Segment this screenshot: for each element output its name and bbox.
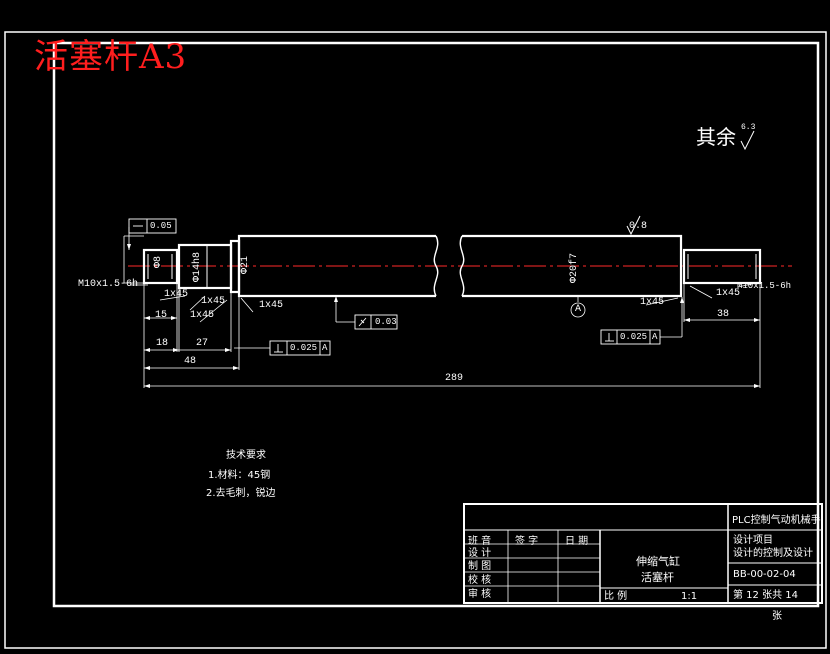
tb-row-label: 制 图 [468,561,492,572]
chamfer-label: 1x45 [640,297,665,308]
tb-drawing-no: BB-00-02-04 [733,569,796,580]
diam-main: Φ20f7 [569,252,580,283]
tb-scale-value: 1:1 [681,591,698,602]
tb-part-group: 伸缩气缸 [636,555,680,568]
inner-border [52,41,820,608]
dim-15: 15 [155,310,168,321]
tb-row-label: 班 音 [468,536,492,547]
datum-a-label: A [575,304,582,315]
tb-col-sign: 签 字 [515,536,539,547]
tb-row-label: 设 计 [468,548,492,559]
tol-flatness-value: 0.05 [150,221,172,231]
tb-design-desc: 设计的控制及设计 [733,548,813,559]
tol-perp-left-datum: A [322,343,328,353]
tol-runout-value: 0.03 [375,317,397,327]
chamfer-label: 1x45 [164,289,189,300]
thread-left-label: M10x1.5-6h [78,279,139,290]
tb-row-label: 审 核 [468,589,492,600]
dim-48: 48 [184,356,197,367]
chamfer-label: 1x45 [716,288,741,299]
tb-row-label: 校 核 [468,575,492,586]
surface-rest-label: 其余 [696,125,736,149]
outer-border [4,31,827,649]
tolerance-symbols [133,225,614,353]
tb-part-name: 活塞杆 [641,571,674,584]
rod-outline [142,234,762,298]
diam-left-shoulder: Φ21 [240,255,251,274]
tol-perp-right-datum: A [652,332,658,342]
tolerance-frames [128,218,661,356]
diam-left-small: Φ8 [153,255,164,268]
tol-perp-left-value: 0.025 [290,343,318,353]
dim-38: 38 [717,309,730,320]
chamfer-label: 1x45 [259,300,284,311]
tb-sheet-unit: 张 [772,611,782,622]
roughness-symbols [626,130,755,236]
tb-col-date: 日 期 [565,536,589,547]
tb-scale-label: 比 例 [604,591,628,602]
tech-req-item: 1.材料：45钢 [208,470,271,481]
thread-right-label: M10x1.5-6h [737,281,792,291]
arrowheads [127,244,760,388]
title-block-grid [463,503,823,604]
roughness-main: 0.8 [629,221,648,232]
chamfer-label: 1x45 [190,310,215,321]
tech-req-heading: 技术要求 [226,450,266,461]
tech-req-item: 2.去毛刺，锐边 [206,488,276,499]
tb-project: PLC控制气动机械手 [732,515,821,526]
chamfer-label: 1x45 [201,296,226,307]
tol-perp-right-value: 0.025 [620,332,648,342]
dim-total: 289 [445,373,464,384]
dim-18: 18 [156,338,169,349]
sheet-title: 活塞杆A3 [34,37,188,77]
dim-27: 27 [196,338,209,349]
dimension-lines [123,227,761,388]
tb-sheet-info: 第 12 张共 14 [733,590,798,601]
diam-left-mid: Φ14h8 [192,251,203,282]
tb-design-project: 设计项目 [733,535,773,546]
surface-rest-roughness: 6.3 [741,123,756,132]
